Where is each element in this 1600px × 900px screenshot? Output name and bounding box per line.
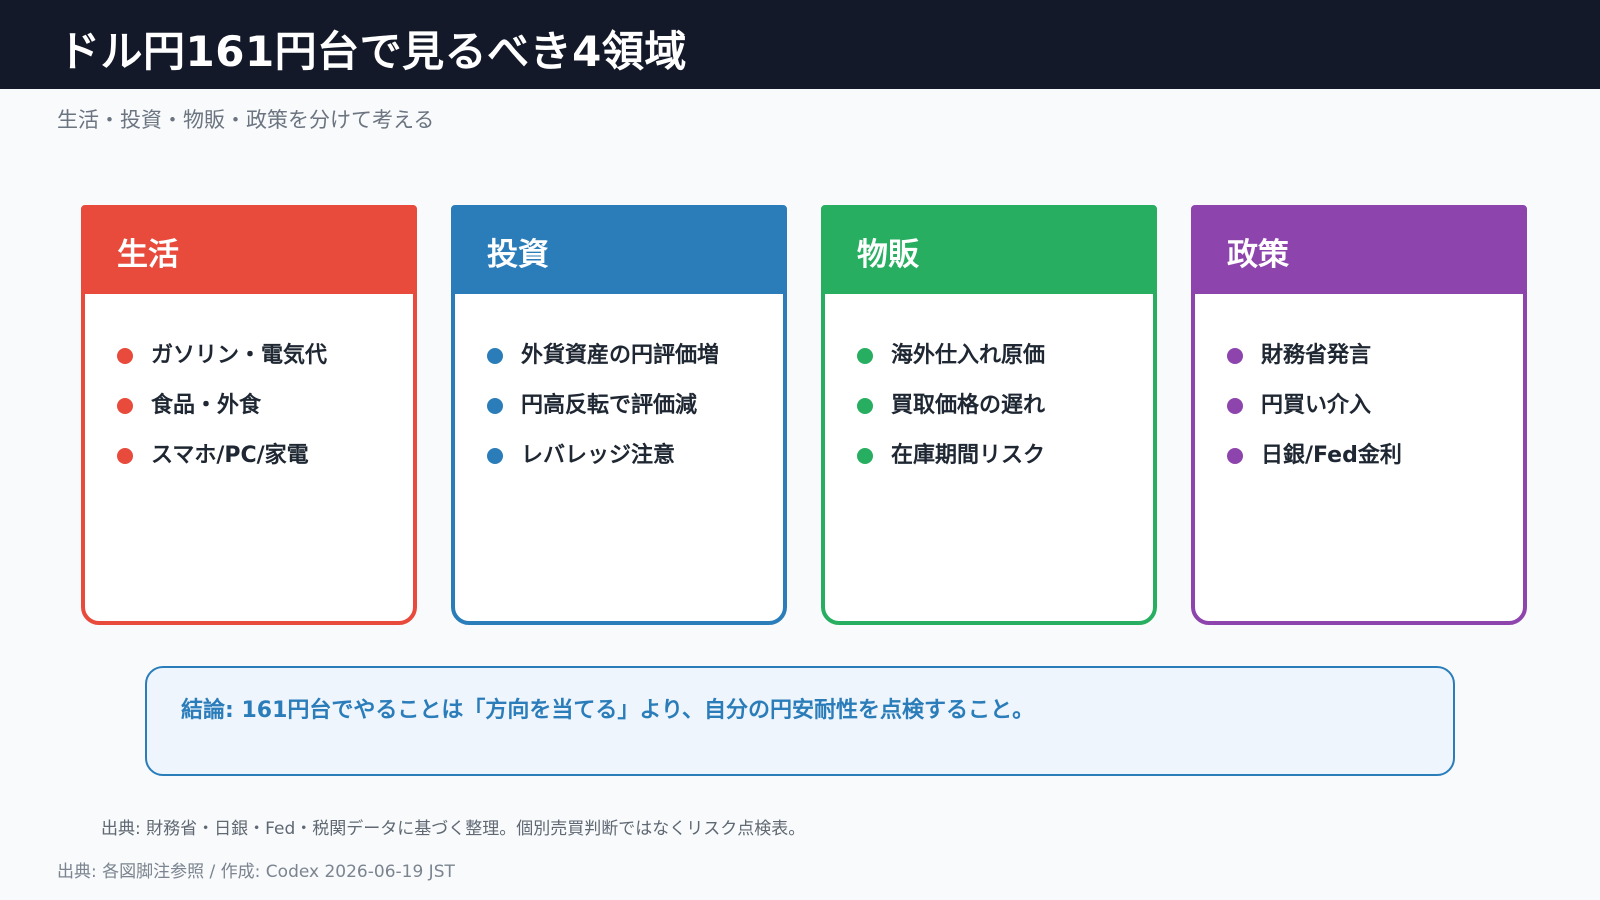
conclusion-text: 結論: 161円台でやることは「方向を当てる」より、自分の円安耐性を点検すること… — [181, 698, 1035, 723]
bullet-dot-icon — [857, 348, 873, 364]
footer-credit: 出典: 各図脚注参照 / 作成: Codex 2026-06-19 JST — [57, 862, 455, 882]
list-item: 在庫期間リスク — [857, 428, 1153, 478]
list-item: 円高反転で評価減 — [487, 378, 783, 428]
list-item: 買取価格の遅れ — [857, 378, 1153, 428]
list-item-label: ガソリン・電気代 — [151, 343, 328, 368]
card-list: 海外仕入れ原価 買取価格の遅れ 在庫期間リスク — [825, 294, 1153, 478]
card-header: 投資 — [455, 209, 783, 294]
list-item: スマホ/PC/家電 — [117, 428, 413, 478]
list-item: 財務省発言 — [1227, 328, 1523, 378]
card-header: 政策 — [1195, 209, 1523, 294]
card-investment: 投資 外貨資産の円評価増 円高反転で評価減 レバレッジ注意 — [451, 205, 787, 625]
bullet-dot-icon — [117, 348, 133, 364]
list-item: 食品・外食 — [117, 378, 413, 428]
list-item: ガソリン・電気代 — [117, 328, 413, 378]
card-policy: 政策 財務省発言 円買い介入 日銀/Fed金利 — [1191, 205, 1527, 625]
list-item: 円買い介入 — [1227, 378, 1523, 428]
card-life: 生活 ガソリン・電気代 食品・外食 スマホ/PC/家電 — [81, 205, 417, 625]
list-item: 海外仕入れ原価 — [857, 328, 1153, 378]
list-item-label: レバレッジ注意 — [521, 443, 676, 468]
card-header: 物販 — [825, 209, 1153, 294]
list-item-label: 財務省発言 — [1261, 343, 1372, 368]
list-item-label: スマホ/PC/家電 — [151, 443, 309, 468]
card-list: 外貨資産の円評価増 円高反転で評価減 レバレッジ注意 — [455, 294, 783, 478]
bullet-dot-icon — [857, 448, 873, 464]
bullet-dot-icon — [487, 348, 503, 364]
bullet-dot-icon — [117, 448, 133, 464]
bullet-dot-icon — [1227, 348, 1243, 364]
bullet-dot-icon — [1227, 448, 1243, 464]
card-merchandise: 物販 海外仕入れ原価 買取価格の遅れ 在庫期間リスク — [821, 205, 1157, 625]
page-subtitle: 生活・投資・物販・政策を分けて考える — [57, 108, 435, 132]
conclusion-box: 結論: 161円台でやることは「方向を当てる」より、自分の円安耐性を点検すること… — [145, 666, 1455, 776]
list-item-label: 食品・外食 — [151, 393, 262, 418]
list-item-label: 外貨資産の円評価増 — [521, 343, 720, 368]
card-list: ガソリン・電気代 食品・外食 スマホ/PC/家電 — [85, 294, 413, 478]
list-item: レバレッジ注意 — [487, 428, 783, 478]
list-item: 外貨資産の円評価増 — [487, 328, 783, 378]
card-list: 財務省発言 円買い介入 日銀/Fed金利 — [1195, 294, 1523, 478]
list-item: 日銀/Fed金利 — [1227, 428, 1523, 478]
card-header: 生活 — [85, 209, 413, 294]
bullet-dot-icon — [487, 448, 503, 464]
list-item-label: 日銀/Fed金利 — [1261, 443, 1402, 468]
list-item-label: 円買い介入 — [1261, 393, 1372, 418]
bullet-dot-icon — [487, 398, 503, 414]
list-item-label: 在庫期間リスク — [891, 443, 1046, 468]
list-item-label: 買取価格の遅れ — [891, 393, 1046, 418]
title-bar: ドル円161円台で見るべき4領域 — [0, 0, 1600, 89]
source-note: 出典: 財務省・日銀・Fed・税関データに基づく整理。個別売買判断ではなくリスク… — [101, 819, 806, 839]
list-item-label: 円高反転で評価減 — [521, 393, 698, 418]
bullet-dot-icon — [857, 398, 873, 414]
page-title: ドル円161円台で見るべき4領域 — [58, 27, 687, 76]
bullet-dot-icon — [117, 398, 133, 414]
bullet-dot-icon — [1227, 398, 1243, 414]
list-item-label: 海外仕入れ原価 — [891, 343, 1046, 368]
